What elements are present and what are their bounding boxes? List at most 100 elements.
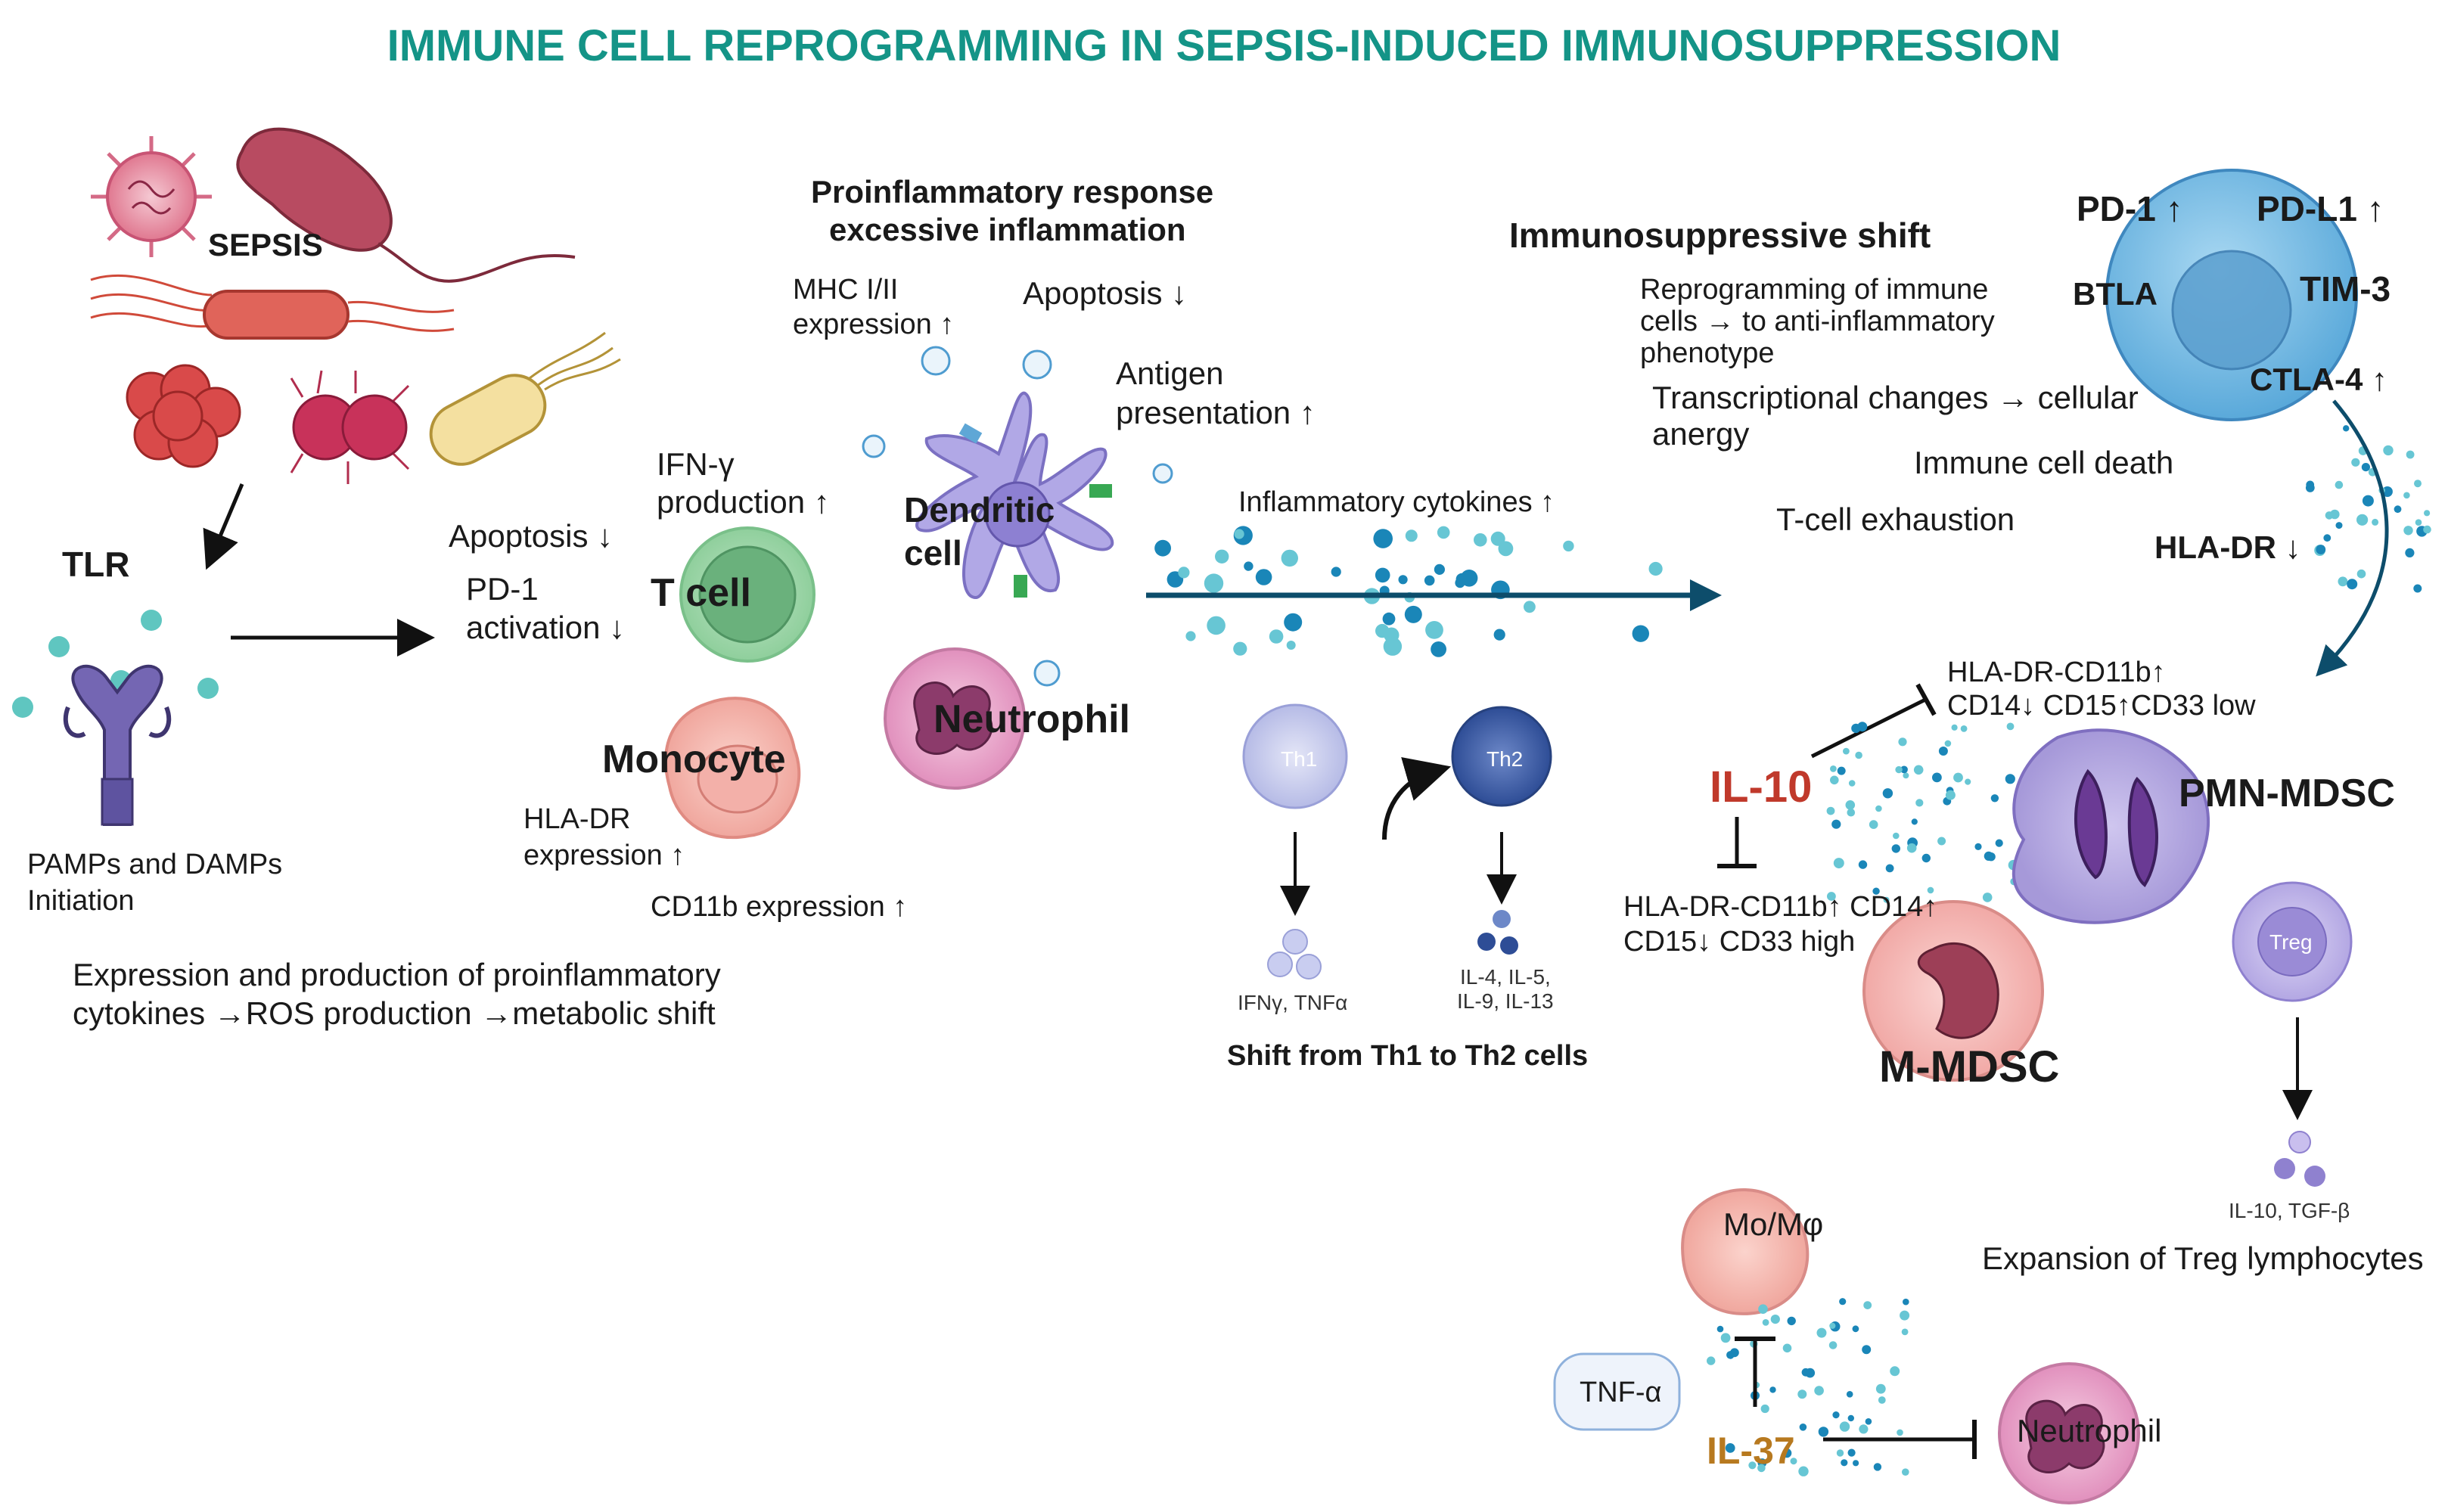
cytokine-dot [1424, 575, 1435, 586]
cytokine-dot [1945, 790, 1956, 800]
tnf-alpha-box [1553, 1352, 1681, 1431]
cytokine-dot [2306, 480, 2315, 489]
cytokine-dot [1425, 621, 1443, 639]
cytokine-dot [1383, 637, 1403, 656]
cytokine-dot [2423, 525, 2431, 534]
cytokine-dot [1207, 616, 1226, 635]
cytokine-dot [1725, 1443, 1735, 1453]
immunosuppressive-heading: Immunosuppressive shift [1509, 216, 1931, 255]
tim3-checkpoint-label: TIM-3 [2300, 269, 2391, 309]
cytokine-dot [1897, 1429, 1903, 1436]
cytokine-dot [1846, 1391, 1853, 1398]
cytokine-dot [1865, 1418, 1872, 1425]
cytokine-dot [1832, 1411, 1840, 1419]
cytokine-dot [1953, 772, 1963, 783]
initiation-label: Initiation [27, 885, 135, 917]
th1-cell-icon [1242, 703, 1348, 809]
cytokine-dot [1234, 529, 1244, 539]
antigen-label-1: Antigen [1116, 355, 1224, 391]
pathogen-to-tlr-arrow [203, 483, 244, 570]
cytokine-dot [1915, 799, 1924, 807]
cytokine-dot [1758, 1304, 1768, 1314]
cytokine-dot [1911, 818, 1918, 825]
cytokine-dot [1757, 1464, 1766, 1473]
cytokine-dot [2347, 579, 2358, 590]
cytokine-dot [2413, 584, 2422, 593]
cytokine-dot [1951, 724, 1958, 731]
tlr-label: TLR [62, 545, 130, 584]
cytokine-dot [1437, 526, 1450, 539]
hla-dr-dots [2305, 425, 2431, 593]
cytokine-dot [2335, 522, 2343, 529]
th2-cytokines-label-1: IL-4, IL-5, [1460, 965, 1551, 989]
treg-cytokines-icon [2274, 1131, 2325, 1187]
cytokine-dot [2424, 510, 2431, 517]
cytokine-dot [2361, 463, 2370, 472]
il37-neutrophil-label: Neutrophil [2017, 1413, 2162, 1448]
cd11b-label: CD11b expression ↑ [651, 891, 908, 923]
cytokine-dot [1154, 539, 1171, 557]
neutrophil-icon [884, 647, 1026, 790]
th2-cell-icon [1451, 706, 1552, 807]
th-shift-label: Shift from Th1 to Th2 cells [1227, 1040, 1589, 1072]
cytokine-dot [1847, 1448, 1856, 1457]
cytokine-dot [1848, 780, 1856, 787]
cytokine-dot [1373, 529, 1393, 548]
pdl1-checkpoint-label: PD-L1 ↑ [2257, 189, 2384, 228]
pmn-mdsc-icon [2012, 728, 2210, 924]
dc-apoptosis-label: Apoptosis ↓ [1023, 275, 1188, 311]
th1-cytokines-label: IFNγ, TNFα [1238, 991, 1348, 1014]
cytokine-dot [1932, 772, 1942, 783]
cytokine-dot [1818, 1427, 1829, 1437]
cytokine-dot [1826, 806, 1835, 815]
cytokine-dot [1405, 529, 1418, 542]
cytokine-dot [1974, 843, 1982, 850]
cytokine-dot [1748, 1461, 1757, 1470]
macrophage-label: Mo/Mφ [1723, 1206, 1824, 1242]
mhc-vesicles [862, 346, 1173, 687]
cytokine-dot [1875, 1383, 1886, 1394]
cytokine-dot [1382, 612, 1396, 626]
hla-dr-label-1: HLA-DR [523, 803, 631, 835]
cytokine-dot [1995, 839, 2003, 847]
cytokine-dot [1882, 788, 1893, 799]
cytokine-dot [1801, 1368, 1810, 1377]
cytokine-dot [1281, 549, 1299, 567]
pmn-mdsc-label: PMN-MDSC [2179, 772, 2395, 815]
cytokine-dot [1233, 641, 1247, 656]
t-cell-icon [679, 526, 815, 663]
cytokine-dot [1255, 569, 1272, 585]
cytokine-dot [1984, 851, 1993, 861]
cytokine-dot [1906, 843, 1917, 853]
cytokine-dot [1944, 740, 1952, 747]
cytokine-dot [1648, 561, 1663, 576]
cytokine-stream [1154, 526, 1663, 657]
pmn-markers-line-1: HLA-DR-CD11b↑ [1947, 657, 2166, 688]
cytokine-dot [2362, 495, 2374, 507]
m-markers-line-2: CD15↓ CD33 high [1623, 926, 1856, 958]
cytokine-dot [1204, 573, 1224, 593]
cytokine-dot [1782, 1343, 1792, 1353]
cytokine-dot [1847, 808, 1856, 817]
cytokine-dot [1434, 564, 1445, 576]
cytokine-dot [1398, 575, 1408, 585]
th1-cytokines-icon [1267, 929, 1322, 980]
t-cell-label: T cell [651, 571, 751, 615]
cytokine-dot [2415, 519, 2422, 526]
th1-to-th2-arrow [1382, 757, 1452, 840]
pamps-label: PAMPs and DAMPs [27, 849, 283, 880]
cytokine-dot [1830, 765, 1837, 772]
cytokine-dot [2406, 450, 2415, 459]
cytokine-dot [1893, 832, 1900, 840]
m-mdsc-icon [1862, 900, 2044, 1082]
hla-dr-label-2: expression ↑ [523, 840, 685, 871]
cytokine-dot [1863, 1301, 1872, 1309]
pmn-markers-line-2: CD14↓ CD15↑CD33 low [1947, 690, 2256, 722]
th2-cytokines-icon [1477, 910, 1518, 955]
cytokine-dot [1762, 1319, 1769, 1326]
th1-label: Th1 [1281, 747, 1318, 771]
transcriptional-line-2: anergy [1652, 416, 1750, 452]
tlr-receptor-icon [12, 610, 219, 826]
pd1-activation-label-2: activation ↓ [466, 610, 626, 645]
cytokine-dot [1720, 1333, 1731, 1343]
